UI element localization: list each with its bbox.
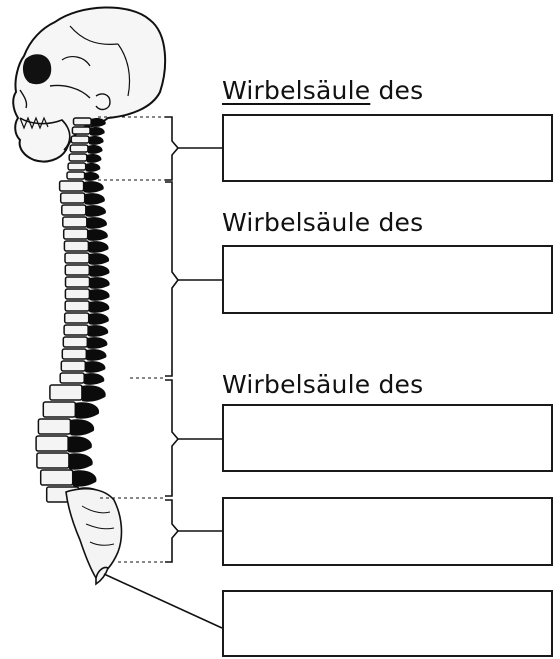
vertebra-process	[75, 402, 99, 418]
vertebra-process	[85, 361, 105, 373]
vertebra-body	[43, 402, 75, 417]
vertebra-process	[70, 419, 94, 435]
cervical-answer-box[interactable]	[222, 114, 553, 182]
vertebra-body	[62, 205, 86, 215]
vertebra-process	[84, 373, 104, 385]
vertebra-process	[86, 163, 101, 172]
label-cervical-rest: des	[370, 76, 423, 105]
vertebra-process	[73, 470, 97, 486]
vertebra-body	[65, 265, 89, 275]
vertebra-process	[84, 181, 104, 193]
vertebra-body	[71, 136, 89, 143]
vertebra-body	[64, 229, 88, 239]
vertebra-process	[86, 205, 106, 217]
vertebra-body	[65, 301, 89, 311]
vertebra-body	[65, 253, 89, 263]
vertebra-body	[60, 373, 84, 383]
vertebra-body	[60, 181, 84, 191]
label-cervical: Wirbelsäule des	[222, 78, 423, 103]
vertebra-body	[62, 349, 86, 359]
vertebra-process	[90, 127, 105, 136]
vertebra-body	[41, 470, 73, 485]
vertebra-process	[88, 145, 103, 154]
label-thoracic: Wirbelsäule des	[222, 210, 423, 235]
vertebra-body	[65, 313, 89, 323]
vertebra-process	[82, 385, 106, 401]
vertebra-process	[86, 349, 106, 361]
vertebra-body	[50, 385, 82, 400]
vertebra-process	[87, 217, 107, 229]
lumbar-answer-box[interactable]	[222, 404, 553, 472]
vertebra-process	[89, 253, 109, 265]
vertebra-body	[65, 289, 89, 299]
vertebra-body	[70, 145, 88, 152]
vertebra-body	[72, 127, 90, 134]
label-cervical-word: Wirbelsäule	[222, 76, 370, 105]
vertebra-body	[64, 325, 88, 335]
vertebra-process	[88, 229, 108, 241]
vertebra-process	[88, 325, 108, 337]
vertebra-body	[37, 453, 69, 468]
vertebra-body	[66, 277, 90, 287]
vertebra-process	[68, 436, 92, 452]
vertebra-process	[88, 241, 108, 253]
vertebra-process	[85, 172, 100, 181]
label-lumbar: Wirbelsäule des	[222, 372, 423, 397]
vertebra-process	[89, 301, 109, 313]
vertebra-process	[89, 277, 109, 289]
vertebra-body	[63, 337, 87, 347]
vertebra-body	[74, 118, 92, 125]
vertebra-process	[89, 313, 109, 325]
vertebra-body	[69, 154, 87, 161]
vertebra-body	[36, 436, 68, 451]
vertebra-process	[87, 337, 107, 349]
sacral-answer-box[interactable]	[222, 497, 553, 566]
vertebra-body	[63, 217, 87, 227]
vertebra-process	[85, 193, 105, 205]
vertebra-body	[68, 163, 86, 170]
vertebra-process	[69, 453, 93, 469]
vertebra-process	[89, 136, 104, 145]
vertebra-process	[89, 289, 109, 301]
coccyx-answer-box[interactable]	[222, 590, 553, 657]
vertebra-process	[89, 265, 109, 277]
vertebra-process	[87, 154, 102, 163]
vertebra-body	[38, 419, 70, 434]
vertebra-body	[61, 193, 85, 203]
vertebra-body	[64, 241, 88, 251]
vertebra-body	[61, 361, 85, 371]
thoracic-answer-box[interactable]	[222, 245, 553, 314]
sacrum-drawing	[66, 489, 121, 584]
vertebra-body	[67, 172, 85, 179]
